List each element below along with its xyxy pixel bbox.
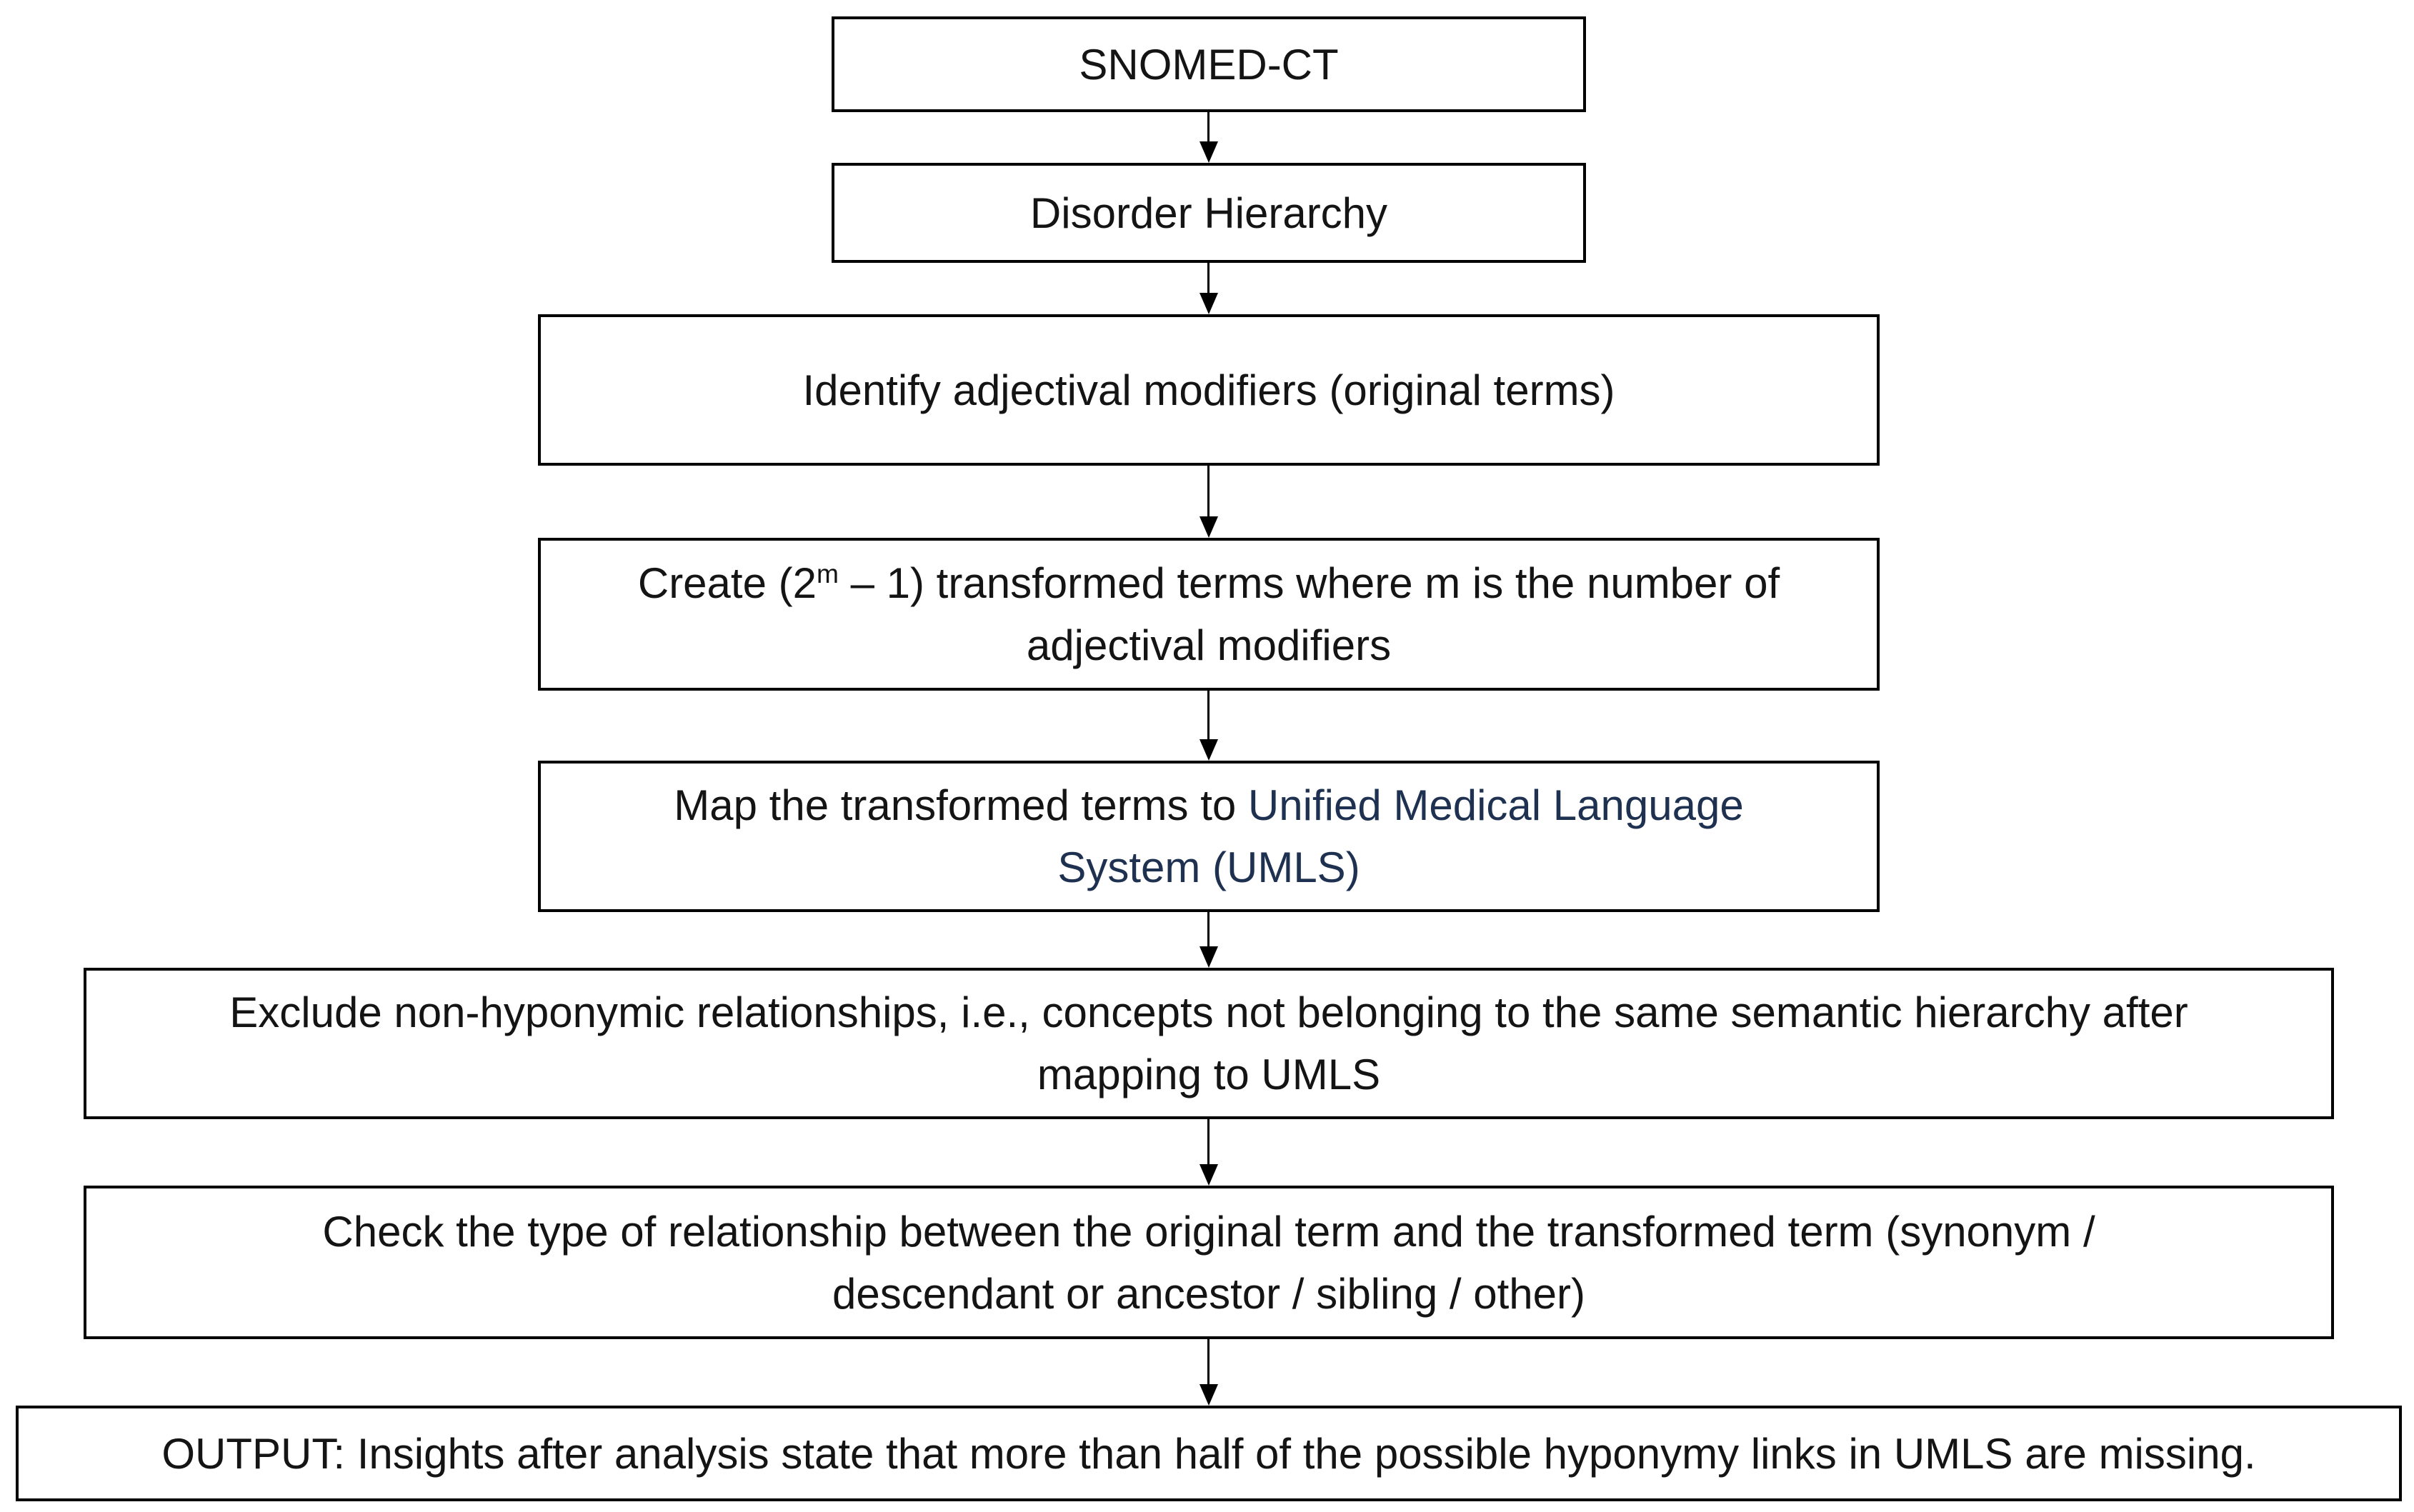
flow-box-disorder-hierarchy: Disorder Hierarchy	[832, 163, 1586, 263]
map-terms-text: Map the transformed terms to	[674, 781, 1248, 829]
arrow-line	[1207, 1339, 1210, 1387]
flow-box-identify-modifiers-label: Identify adjectival modifiers (original …	[802, 366, 1615, 414]
flow-box-check-relationship-type-label: Check the type of relationship between t…	[322, 1207, 2095, 1318]
arrow-line	[1207, 1119, 1210, 1167]
flow-arrow-6	[1199, 1119, 1218, 1186]
arrow-line	[1207, 263, 1210, 296]
arrow-head-icon	[1199, 293, 1218, 314]
create-terms-suffix: – 1) transformed terms where m is the nu…	[850, 559, 1780, 669]
create-terms-prefix: Create (2	[637, 559, 817, 607]
exponent-m: m	[816, 559, 839, 589]
arrow-head-icon	[1199, 1164, 1218, 1186]
flow-box-snomed-ct: SNOMED-CT	[832, 16, 1586, 112]
flow-box-output-label: OUTPUT: Insights after analysis state th…	[161, 1429, 2256, 1478]
flow-box-check-relationship-type: Check the type of relationship between t…	[84, 1186, 2334, 1339]
arrow-line	[1207, 912, 1210, 949]
flow-box-map-to-umls: Map the transformed terms to Unified Med…	[538, 761, 1880, 912]
arrow-head-icon	[1199, 739, 1218, 761]
arrow-line	[1207, 466, 1210, 519]
flow-box-map-to-umls-label: Map the transformed terms to Unified Med…	[657, 774, 1760, 898]
flow-box-exclude-non-hyponymic-label: Exclude non-hyponymic relationships, i.e…	[229, 988, 2188, 1098]
flow-arrow-5	[1199, 912, 1218, 968]
flow-box-exclude-non-hyponymic: Exclude non-hyponymic relationships, i.e…	[84, 968, 2334, 1119]
arrow-head-icon	[1199, 1384, 1218, 1406]
umls-highlight-text: Unified Medical Language System (UMLS)	[1057, 781, 1744, 891]
arrow-line	[1207, 691, 1210, 742]
flow-arrow-3	[1199, 466, 1218, 538]
flow-box-disorder-hierarchy-label: Disorder Hierarchy	[1029, 189, 1388, 237]
arrow-head-icon	[1199, 946, 1218, 968]
flow-box-snomed-ct-label: SNOMED-CT	[1079, 40, 1339, 89]
flow-arrow-4	[1199, 691, 1218, 761]
flow-box-create-transformed-terms: Create (2m – 1) transformed terms where …	[538, 538, 1880, 691]
arrow-head-icon	[1199, 141, 1218, 163]
flow-arrow-7	[1199, 1339, 1218, 1406]
arrow-head-icon	[1199, 516, 1218, 538]
flow-arrow-1	[1199, 112, 1218, 163]
flow-box-identify-modifiers: Identify adjectival modifiers (original …	[538, 314, 1880, 466]
flow-arrow-2	[1199, 263, 1218, 314]
flow-box-create-transformed-terms-label: Create (2m – 1) transformed terms where …	[621, 552, 1797, 676]
flow-box-output: OUTPUT: Insights after analysis state th…	[16, 1406, 2402, 1501]
arrow-line	[1207, 112, 1210, 144]
